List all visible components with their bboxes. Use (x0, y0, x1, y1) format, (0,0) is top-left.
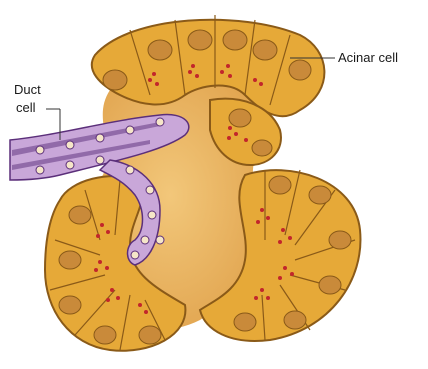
acinar-cell-label: Acinar cell (338, 50, 398, 65)
duct-cell-label-line2: cell (16, 100, 36, 115)
duct-cell-label-line1: Duct (14, 82, 41, 97)
